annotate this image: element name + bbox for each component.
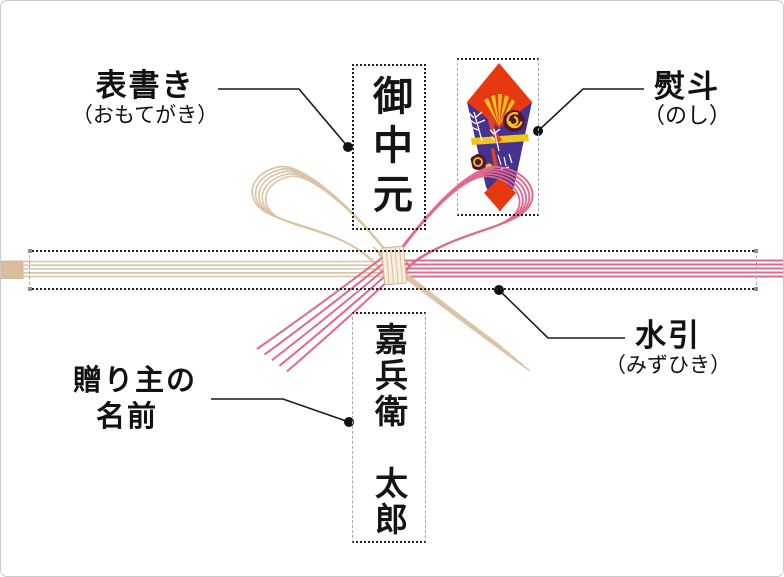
band-box-handle (28, 287, 32, 291)
band-box-handle (28, 249, 32, 253)
label-noshi-reading: （のし） (642, 104, 732, 130)
band-box-handle (754, 249, 758, 253)
noshi-ornament-box (457, 58, 539, 216)
label-sender-line2: 名前 (95, 399, 159, 433)
leader-lines (211, 88, 644, 423)
leader-dots (343, 126, 543, 427)
gift-label-text: 御中元 (366, 75, 413, 222)
noshi-ornament (462, 63, 532, 212)
label-omotegaki: 表書き （おもてがき） (72, 69, 218, 128)
label-omotegaki-term: 表書き (95, 68, 195, 104)
label-noshi-term: 熨斗 (653, 69, 720, 105)
label-mizuhiki-reading: （みずひき） (605, 353, 731, 378)
noshi-bottom-marks (497, 153, 513, 170)
mizuhiki-band (1, 259, 783, 279)
label-mizuhiki: 水引 （みずひき） (605, 319, 731, 378)
label-omotegaki-reading: （おもてがき） (71, 103, 219, 128)
mizuhiki-band-box (28, 249, 758, 291)
label-sender-line1: 贈り主の (72, 363, 198, 397)
omote-text-box: 御中元 (352, 64, 426, 230)
sender-name-text: 嘉兵衛 太郎 (369, 322, 409, 538)
sender-name-box: 嘉兵衛 太郎 (352, 312, 426, 543)
label-mizuhiki-term: 水引 (635, 318, 701, 354)
noshi-fern-motifs (462, 111, 501, 169)
band-box-handle (754, 287, 758, 291)
noshi-fan (484, 94, 515, 126)
bow-knot (381, 245, 407, 286)
mizuhiki-end-block (1, 260, 24, 279)
label-noshi: 熨斗 （のし） (643, 70, 731, 130)
